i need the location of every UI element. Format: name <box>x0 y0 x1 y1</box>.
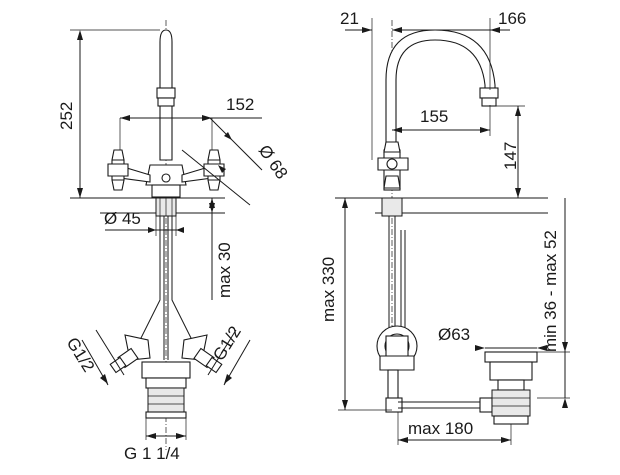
dim-155: 155 <box>420 107 448 126</box>
front-view: 252 152 Ø 68 Ø 45 max 30 G1/2 <box>57 20 291 463</box>
dim-21: 21 <box>340 9 359 28</box>
dim-252: 252 <box>57 102 76 130</box>
front-bottom-nut <box>141 361 191 379</box>
side-waste <box>484 351 538 425</box>
left-cross-handle <box>107 149 151 191</box>
dim-g-1-1-4: G 1 1/4 <box>124 444 180 463</box>
side-spout <box>385 29 496 151</box>
dim-166: 166 <box>498 9 526 28</box>
dim-max-180: max 180 <box>408 419 473 438</box>
dim-diameter-45: Ø 45 <box>104 209 141 228</box>
side-cross-handle <box>377 141 409 191</box>
dim-152: 152 <box>226 95 254 114</box>
dim-diameter-68: Ø 68 <box>255 141 292 182</box>
dim-diameter-63: Ø63 <box>438 325 470 344</box>
side-view: 21 166 155 147 max 330 Ø63 min 36 - max … <box>319 9 570 445</box>
dim-min36-max52: min 36 - max 52 <box>541 230 560 352</box>
dim-g12-left: G1/2 <box>63 334 99 375</box>
right-cross-handle <box>181 149 225 191</box>
dim-max-30: max 30 <box>215 242 234 298</box>
dim-max-330: max 330 <box>319 257 338 322</box>
dim-147: 147 <box>501 142 520 170</box>
left-inlet-connector <box>109 334 151 374</box>
side-clamp <box>376 325 418 371</box>
